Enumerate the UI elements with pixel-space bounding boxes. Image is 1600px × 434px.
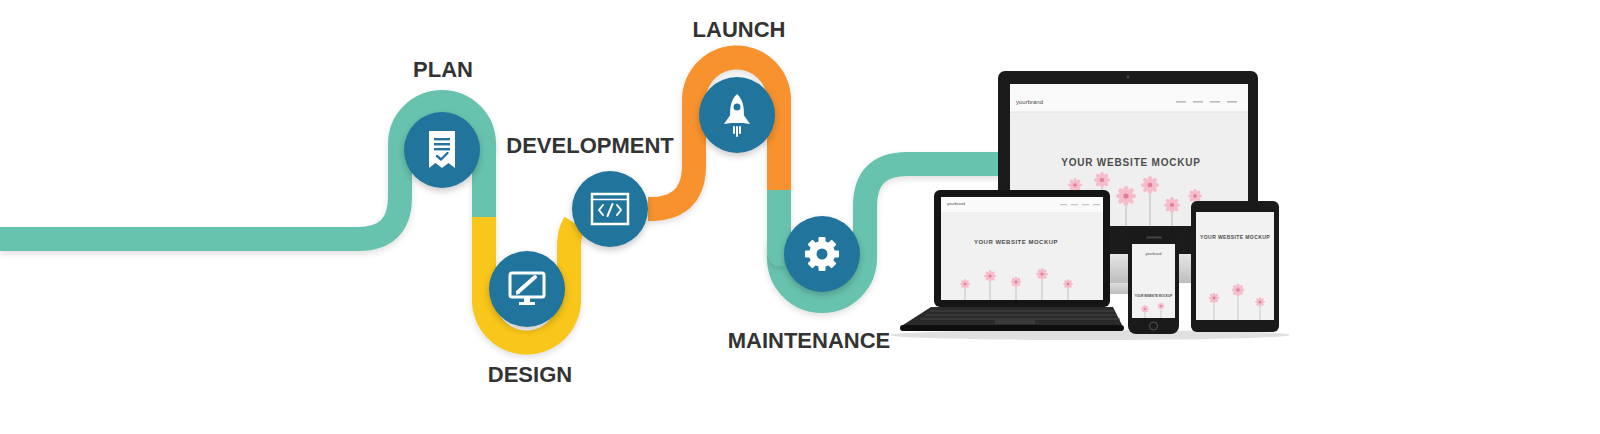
road-connector [648, 115, 699, 209]
screen-text: YOUR WEBSITE MOCKUP [1061, 157, 1201, 168]
monitor-pen-icon [489, 251, 565, 327]
document-icon [404, 112, 480, 188]
code-window-icon [572, 171, 648, 247]
rocket-icon [699, 77, 775, 153]
step-circle: DESIGN [489, 251, 565, 327]
gear-icon [784, 216, 860, 292]
laptop [900, 190, 1124, 331]
step-label: PLAN [413, 57, 473, 82]
step-label: LAUNCH [693, 17, 786, 42]
road-connector [480, 150, 489, 289]
step-circle: DEVELOPMENT [572, 171, 648, 247]
road-connector [484, 223, 575, 342]
step-circle: MAINTENANCE [784, 216, 860, 292]
screen-text: yourbrand [1016, 99, 1043, 106]
step-label: DESIGN [488, 362, 572, 387]
tablet [1191, 201, 1279, 332]
screen-text: YOUR WEBSITE MOCKUP [1135, 295, 1172, 298]
step-circle: PLAN [404, 112, 480, 188]
step-circle: LAUNCH [699, 77, 775, 153]
step-label: DEVELOPMENT [506, 133, 673, 158]
road-lead-in [0, 102, 484, 239]
step-label: MAINTENANCE [728, 328, 891, 353]
road-connector [694, 58, 784, 255]
screen-text: YOUR WEBSITE MOCKUP [974, 239, 1058, 246]
screen-text: YOUR WEBSITE MOCKUP [1200, 235, 1270, 241]
screen-text: yourbrand [1146, 253, 1162, 257]
screen-text: yourbrand [947, 202, 965, 206]
smartphone [1128, 230, 1179, 334]
